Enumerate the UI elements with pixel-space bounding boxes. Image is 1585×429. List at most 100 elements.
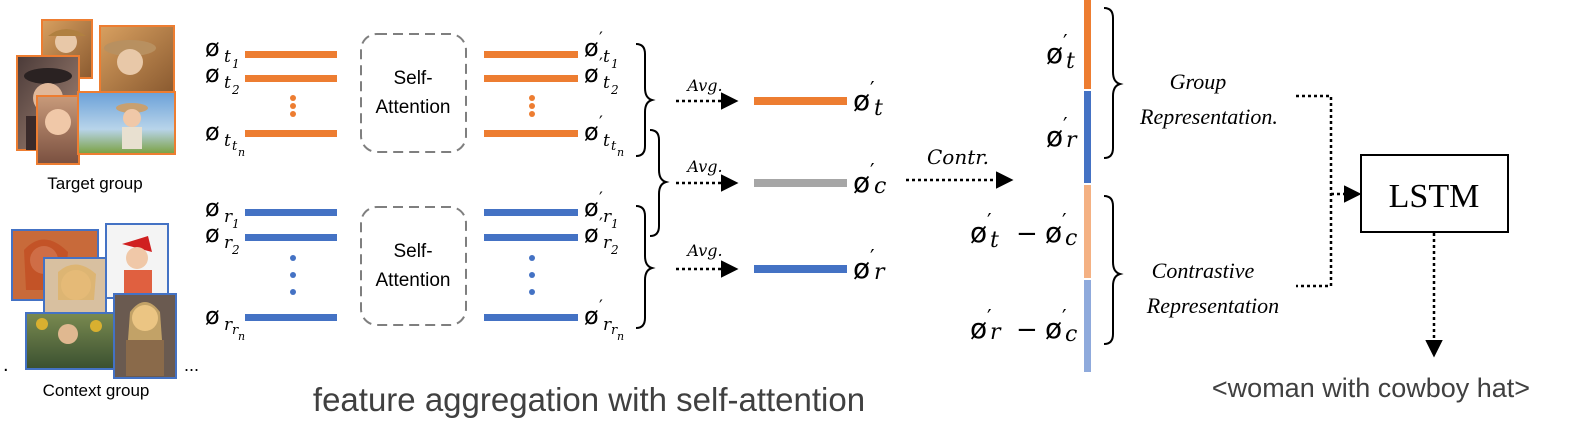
svg-text:′: ′: [987, 209, 992, 233]
phi-t2-label: ø t 2: [205, 60, 240, 97]
segment-diff-context: [1084, 280, 1091, 372]
self-attention-box-target: Self- Attention: [360, 33, 467, 153]
svg-text:′: ′: [599, 189, 603, 209]
photo-thumbnail-icon: [43, 257, 107, 321]
svg-text:Avg.: Avg.: [685, 241, 722, 260]
svg-text:2: 2: [231, 83, 240, 97]
phi-rrn-label: ø r r n: [205, 302, 245, 343]
target-group-label: Target group: [47, 174, 142, 193]
svg-text:′: ′: [1062, 305, 1067, 329]
svg-text:t: t: [224, 47, 231, 67]
contrastive-representation-line1: Contrastive: [1152, 258, 1255, 283]
svg-text:t: t: [1066, 49, 1075, 74]
aggregated-context-bar: [754, 265, 847, 273]
context-input-bars: [245, 209, 337, 321]
photo-thumbnail-icon: [25, 312, 115, 370]
phi-t1-label: ø t 1: [205, 34, 240, 71]
svg-text:ø: ø: [584, 302, 599, 330]
phi-r1-label: ø r 1: [205, 194, 240, 231]
brace-target: [635, 43, 656, 157]
photo-thumbnail-icon: [105, 223, 169, 299]
svg-text:ø: ø: [853, 252, 870, 285]
output-braces: [635, 43, 670, 329]
phi-r2-label: ø r 2: [205, 220, 240, 257]
svg-text:r: r: [874, 260, 886, 285]
svg-text:′: ′: [1062, 209, 1067, 233]
svg-text:′: ′: [599, 297, 603, 317]
svg-text:r: r: [603, 315, 612, 335]
caption-feature-aggregation: feature aggregation with self-attention: [313, 381, 865, 418]
svg-text:t: t: [603, 131, 610, 151]
svg-text:1: 1: [611, 57, 619, 71]
svg-text:′: ′: [599, 29, 603, 49]
target-group-photos: [16, 19, 176, 165]
svg-text:ø: ø: [584, 220, 599, 248]
self-attention-box-context: Self- Attention: [360, 206, 467, 326]
phi-prime-r2-label: ø ′ r 2: [584, 215, 619, 257]
svg-text:1: 1: [611, 217, 619, 231]
svg-text:ø: ø: [584, 194, 599, 222]
svg-text:ø: ø: [584, 118, 599, 146]
svg-text:ø: ø: [205, 60, 220, 88]
svg-text:t: t: [224, 73, 231, 93]
svg-text:t: t: [603, 47, 610, 67]
svg-text:n: n: [238, 146, 245, 159]
brace-contrastive-representation: [1103, 195, 1124, 345]
brace-group-representation: [1103, 7, 1124, 159]
svg-text:Avg.: Avg.: [685, 76, 722, 95]
column-label-phi-t: ø ′ t: [1046, 30, 1075, 74]
phi-prime-t1-label: ø ′ t 1: [584, 29, 619, 71]
target-input-bars: [245, 51, 337, 137]
phi-ttn-label: ø t t n: [205, 118, 245, 159]
phi-prime-r-label: ø ′ r: [853, 245, 886, 285]
svg-text:ø: ø: [205, 220, 220, 248]
segment-diff-target: [1084, 185, 1091, 278]
svg-text:2: 2: [231, 243, 240, 257]
svg-text:c: c: [1065, 322, 1077, 347]
svg-text:r: r: [224, 207, 233, 227]
context-output-bars: [484, 209, 578, 321]
svg-text:t: t: [224, 131, 231, 151]
svg-text:t: t: [611, 139, 617, 154]
phi-prime-rrn-label: ø ′ r r n: [584, 297, 624, 343]
svg-text:r: r: [232, 323, 239, 338]
phi-prime-r1-label: ø ′ r 1: [584, 189, 619, 231]
svg-text:ø: ø: [584, 34, 599, 62]
representation-column: [1084, 0, 1091, 372]
phi-prime-t-label: ø ′ t: [853, 77, 883, 121]
context-group-label: Context group: [43, 381, 150, 400]
svg-text:′: ′: [987, 305, 992, 329]
svg-text:n: n: [238, 330, 245, 343]
svg-text:Avg.: Avg.: [685, 157, 722, 176]
svg-text:c: c: [874, 174, 886, 199]
column-label-phi-t-minus-c: ø ′ t − ø ′ c: [970, 209, 1077, 253]
svg-text:r: r: [603, 207, 612, 227]
phi-prime-ttn-label: ø ′ t t n: [584, 113, 624, 159]
svg-text:r: r: [224, 233, 233, 253]
svg-text:−: −: [1016, 315, 1038, 345]
svg-text:ø: ø: [205, 302, 220, 330]
svg-text:′: ′: [599, 113, 603, 133]
lstm-label: LSTM: [1389, 178, 1480, 215]
representation-braces: [1103, 7, 1124, 345]
brace-combined: [649, 129, 670, 237]
svg-text:′: ′: [599, 55, 603, 75]
svg-text:r: r: [990, 320, 1002, 345]
svg-text:ø: ø: [1046, 120, 1063, 153]
phi-prime-t2-label: ø ′ t 2: [584, 55, 619, 97]
svg-text:−: −: [1016, 219, 1038, 249]
svg-text:ø: ø: [853, 84, 870, 117]
svg-text:′: ′: [1063, 30, 1068, 54]
svg-text:t: t: [603, 73, 610, 93]
svg-text:ø: ø: [1045, 216, 1062, 249]
column-label-phi-r-minus-c: ø ′ r − ø ′ c: [970, 305, 1077, 347]
aggregated-target-bar: [754, 97, 847, 105]
right-ellipsis: ...: [184, 355, 199, 375]
svg-text:′: ′: [599, 215, 603, 235]
contrastive-representation-line2: Representation: [1146, 293, 1279, 318]
svg-text:ø: ø: [970, 216, 987, 249]
svg-text:Attention: Attention: [376, 270, 451, 291]
avg-context-path: Avg. ø ′ r: [676, 241, 886, 285]
lstm-box: LSTM: [1360, 154, 1509, 233]
svg-text:ø: ø: [970, 312, 987, 345]
